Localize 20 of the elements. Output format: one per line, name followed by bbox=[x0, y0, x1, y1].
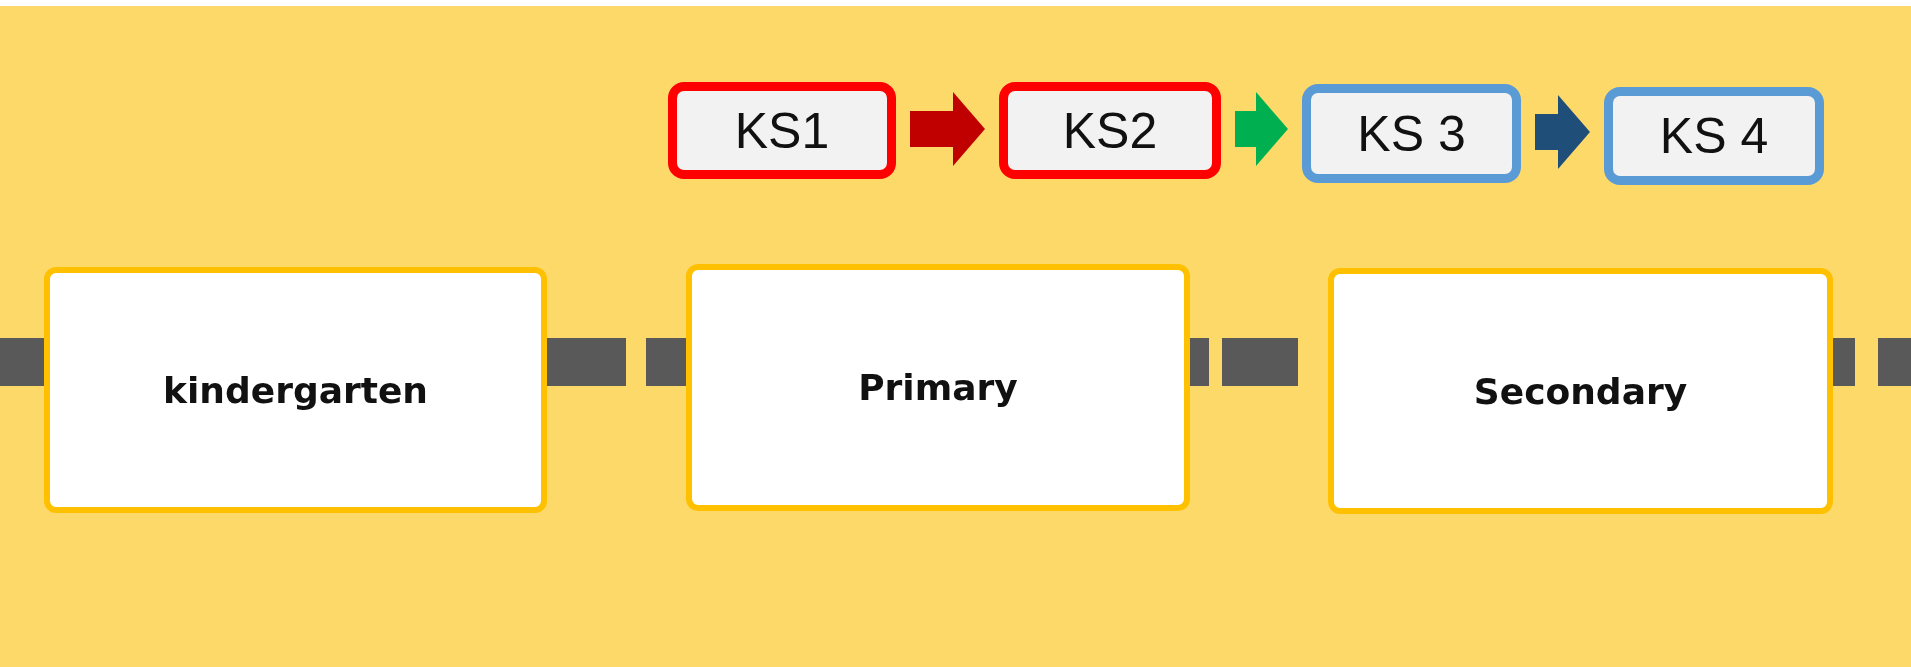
dashed-connector bbox=[1833, 338, 1911, 386]
block-arrow bbox=[1535, 95, 1590, 169]
stage-box bbox=[1302, 84, 1521, 183]
stage-box bbox=[1604, 87, 1824, 185]
box-label: KS 4 bbox=[1659, 107, 1769, 165]
block-arrow bbox=[910, 92, 985, 166]
box-label: Secondary bbox=[1473, 370, 1688, 412]
box-label: KS1 bbox=[734, 101, 830, 160]
stage-box bbox=[999, 82, 1221, 179]
block-arrow bbox=[1235, 92, 1288, 166]
box-label: kindergarten bbox=[163, 369, 428, 411]
stage-box bbox=[668, 82, 896, 179]
box-label: Primary bbox=[858, 367, 1018, 408]
dashed-connector bbox=[0, 338, 44, 386]
box-label: KS2 bbox=[1062, 101, 1158, 160]
process-box bbox=[44, 267, 547, 513]
process-box bbox=[686, 264, 1190, 511]
dashed-connector bbox=[547, 338, 686, 386]
process-box bbox=[1328, 268, 1833, 514]
box-label: KS 3 bbox=[1357, 104, 1466, 163]
